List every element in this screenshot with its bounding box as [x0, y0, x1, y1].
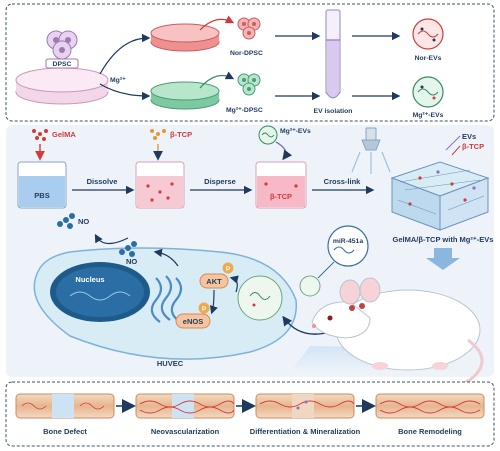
- dissolve-label: Dissolve: [87, 177, 118, 186]
- akt-label: AKT: [206, 277, 222, 286]
- bone-defect-step: Bone Defect: [15, 393, 115, 436]
- step-bone-defect: Bone Defect: [43, 427, 87, 436]
- scaffold-label: GelMA/β-TCP with Mg²⁺-EVs: [393, 235, 494, 244]
- no-label-2: NO: [126, 257, 137, 266]
- scaffold-cube: [390, 161, 490, 231]
- mg-evs-mid-label: Mg²⁺-EVs: [280, 128, 311, 135]
- pbs-beaker: PBS: [17, 161, 67, 209]
- gelma-label: GelMA: [52, 130, 76, 139]
- bone-remodeling-step: Bone Remodeling: [375, 393, 485, 436]
- bottom-panel: Bone Defect Neovascularization Different…: [5, 381, 495, 447]
- dpsc-label: DPSC: [53, 61, 72, 68]
- mg-evs-icon: Mg²⁺-EVs: [412, 76, 444, 119]
- mirna-label: miR-451a: [333, 238, 363, 245]
- step-bone-remodeling: Bone Remodeling: [398, 427, 462, 436]
- btcp-beaker: β-TCP: [255, 161, 307, 209]
- enos-label: eNOS: [183, 317, 203, 326]
- mg-label: Mg²⁺: [110, 77, 126, 84]
- akt-node: AKT P: [199, 262, 234, 289]
- huvec-label: HUVEC: [157, 359, 184, 368]
- crosslink-label: Cross-link: [324, 177, 362, 186]
- btcp-drops: β-TCP: [150, 129, 192, 161]
- p-badge-2: P: [202, 306, 207, 313]
- p-badge-1: P: [226, 266, 231, 273]
- gelma-beaker: [135, 161, 185, 209]
- nor-dpsc-dish: Nor-DPSC: [150, 15, 263, 57]
- nucleus-label: Nucleus: [75, 275, 104, 284]
- arrow-to-mg: [99, 83, 151, 101]
- mg-dpsc-label: Mg²⁺-DPSC: [226, 107, 263, 114]
- step-neovascularization: Neovascularization: [151, 427, 220, 436]
- mineralization-step: Differentiation & Mineralization: [250, 393, 361, 436]
- btcp-label: β-TCP: [170, 130, 192, 139]
- down-arrow: [426, 248, 460, 270]
- nor-dpsc-label: Nor-DPSC: [230, 50, 263, 57]
- legend-evs: EVs: [462, 132, 476, 141]
- enos-node: eNOS P: [175, 302, 211, 329]
- mg-evs-drop: Mg²⁺-EVs: [258, 125, 311, 161]
- no-molecules: NO NO: [57, 213, 137, 266]
- dpsc-dish: DPSC: [15, 30, 109, 105]
- step-mineralization: Differentiation & Mineralization: [250, 427, 361, 436]
- uv-lamp-icon: [351, 127, 391, 174]
- mirna-bubble: miR-451a: [299, 225, 369, 297]
- rat-illustration: [290, 277, 484, 394]
- ev-isolation-tube: EV isolation: [314, 9, 353, 115]
- gelma-drops: GelMA: [32, 129, 76, 161]
- no-label-1: NO: [78, 217, 89, 226]
- mg-dpsc-dish: Mg²⁺-DPSC: [150, 71, 263, 114]
- scaffold-legend: EVs β-TCP: [445, 132, 484, 156]
- neovascularization-step: Neovascularization: [135, 393, 235, 436]
- top-panel: DPSC Mg²⁺ Nor-DPSC: [5, 3, 495, 122]
- btcp2-label: β-TCP: [270, 192, 292, 201]
- mg-evs-label: Mg²⁺-EVs: [413, 112, 444, 119]
- nor-evs-label: Nor-EVs: [415, 55, 442, 62]
- ev-isolation-label: EV isolation: [314, 108, 353, 115]
- pbs-label: PBS: [34, 191, 49, 200]
- nor-evs-icon: Nor-EVs: [412, 18, 444, 62]
- arrow-to-nor: [99, 33, 151, 75]
- disperse-label: Disperse: [204, 177, 236, 186]
- legend-btcp: β-TCP: [462, 142, 484, 151]
